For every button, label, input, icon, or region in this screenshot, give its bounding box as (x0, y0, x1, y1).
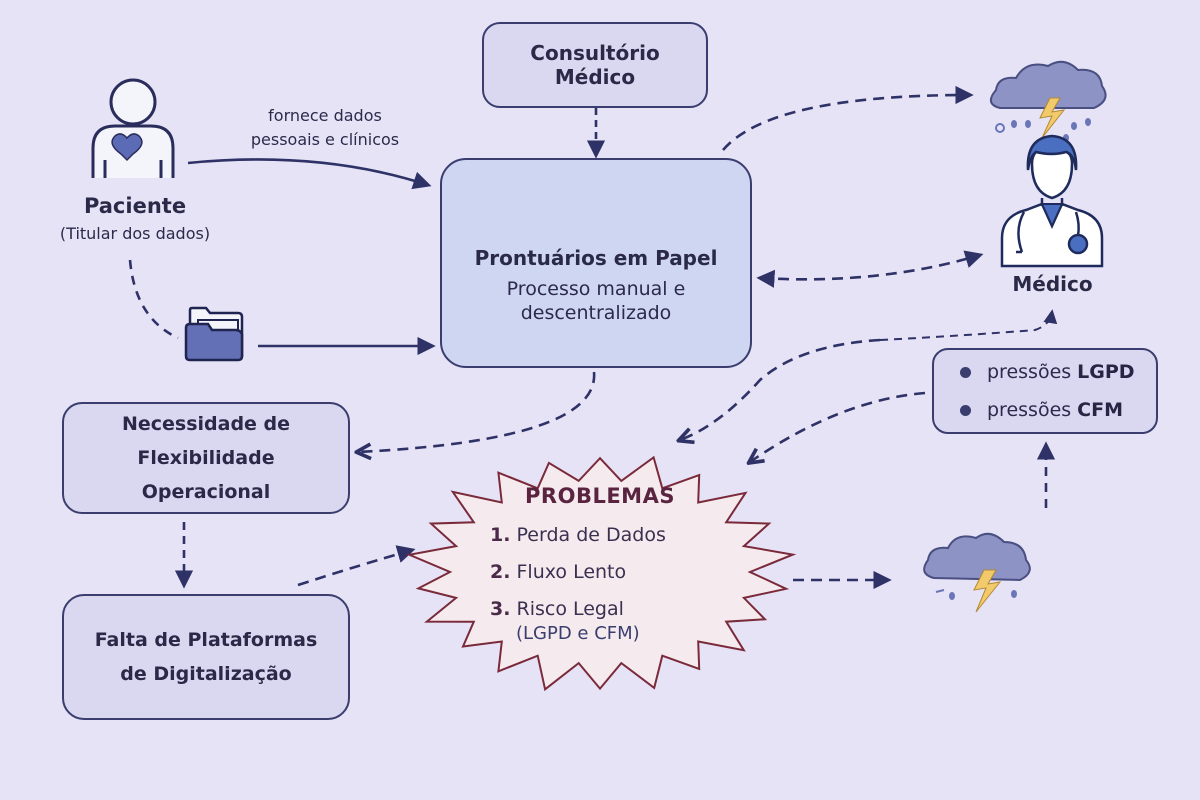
folder-icon (184, 306, 244, 362)
problemas-starburst (405, 455, 797, 692)
arrow-prontuarios-storm (722, 85, 974, 151)
problema-item-sub: (LGPD e CFM) (516, 623, 640, 644)
necessidade-line2: Flexibilidade (137, 447, 275, 469)
arrow-prontuarios-medico (756, 250, 984, 288)
problemas-node[interactable]: PROBLEMAS 1. Perda de Dados 2. Fluxo Len… (400, 448, 800, 698)
pressao-cfm-prefix: pressões (987, 399, 1072, 421)
necessidade-node[interactable]: Necessidade de Flexibilidade Operacional (62, 402, 350, 514)
prontuarios-title: Prontuários em Papel (474, 246, 718, 270)
medico-label: Médico (1012, 272, 1093, 296)
falta-line2: de Digitalização (120, 663, 292, 685)
arrow-paciente-folder (128, 259, 179, 340)
arrow-paciente-prontuarios (187, 158, 432, 190)
necessidade-line3: Operacional (141, 481, 271, 503)
consultorio-line2: Médico (554, 65, 636, 89)
paciente-subtitle: (Titular dos dados) (59, 224, 211, 243)
prontuarios-line1: Processo manual e (506, 278, 686, 300)
consultorio-line1: Consultório (530, 41, 660, 65)
paciente-label: Paciente (83, 194, 187, 218)
pressao-cfm: pressões CFM (960, 391, 1123, 429)
pressao-lgpd-prefix: pressões (987, 361, 1072, 383)
problema-item: 2. Fluxo Lento (490, 561, 627, 583)
necessidade-line1: Necessidade de (121, 413, 291, 435)
pressao-lgpd-bold: LGPD (1077, 361, 1135, 383)
bullet-icon (960, 366, 971, 378)
prontuarios-line2: descentralizado (520, 302, 672, 324)
problema-item: 3. Risco Legal (490, 598, 624, 620)
arrow-medico-problemas (680, 338, 881, 440)
arrow-pressoes-problemas-1 (750, 391, 926, 462)
edge-label-fornece-dados: fornece dados pessoais e clínicos (250, 106, 400, 149)
doctor-icon (1000, 134, 1104, 268)
falta-line1: Falta de Plataformas (94, 629, 318, 651)
problema-item: 1. Perda de Dados (490, 524, 666, 546)
bullet-icon (960, 404, 971, 416)
problemas-list: 1. Perda de Dados 2. Fluxo Lento 3. Risc… (490, 524, 666, 644)
pressao-cfm-bold: CFM (1077, 399, 1123, 421)
consultorio-medico-node[interactable]: Consultório Médico (482, 22, 708, 108)
storm-cloud-icon-bottom (923, 532, 1031, 613)
problemas-title: PROBLEMAS (525, 484, 675, 508)
person-heart-icon (91, 78, 175, 178)
pressoes-node[interactable]: pressões LGPD pressões CFM (932, 348, 1158, 434)
storm-cloud-icon (989, 60, 1107, 142)
arrow-falta-problemas (297, 545, 416, 587)
pressao-lgpd: pressões LGPD (960, 353, 1135, 391)
prontuarios-node[interactable]: Prontuários em Papel Processo manual e d… (440, 158, 752, 368)
falta-plataformas-node[interactable]: Falta de Plataformas de Digitalização (62, 594, 350, 720)
arrow-pressoes-medico (879, 309, 1058, 341)
arrow-prontuarios-necessidade (358, 371, 596, 452)
